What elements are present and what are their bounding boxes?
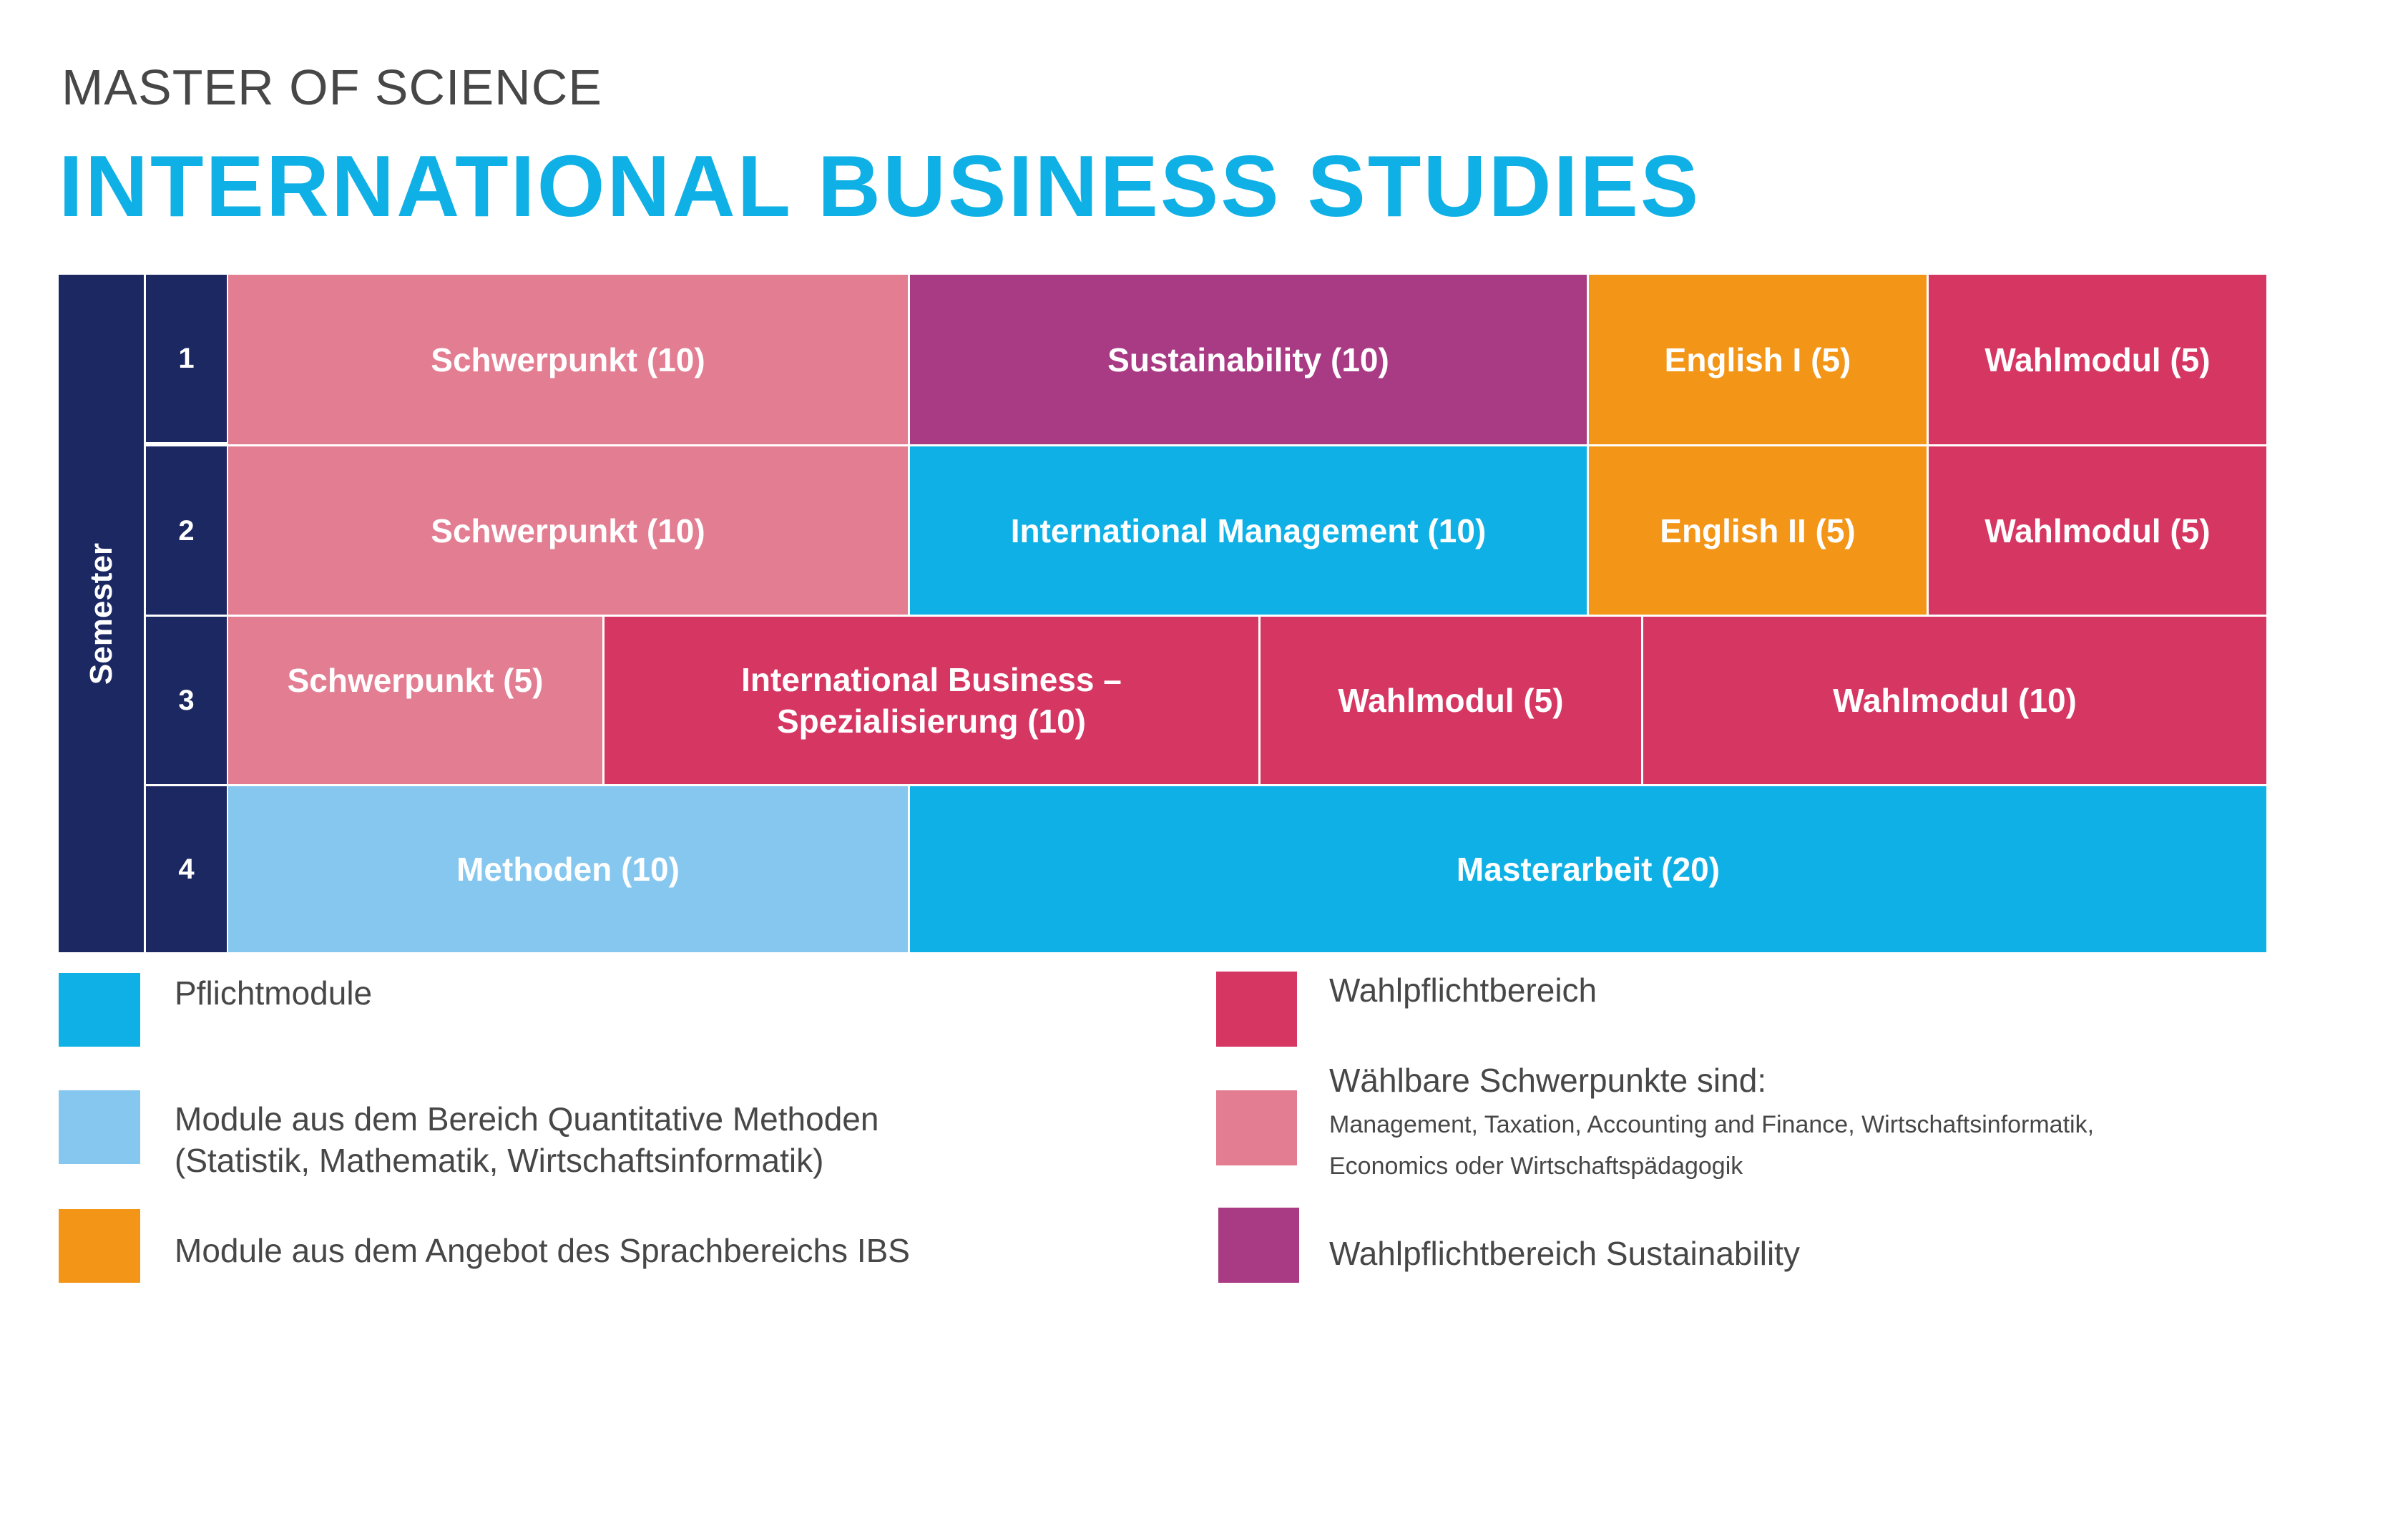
legend-sustainability: Wahlpflichtbereich Sustainability [1329, 1235, 1800, 1272]
legend-schwerpunkt-line1: Management, Taxation, Accounting and Fin… [1329, 1111, 2095, 1138]
legend-pflicht: Pflichtmodule [175, 974, 373, 1012]
module-cell: International Management (10) [910, 446, 1587, 615]
legend-swatch-pflicht [59, 973, 140, 1047]
legend-swatch-wahlpflicht [1216, 972, 1297, 1047]
program-title: INTERNATIONAL BUSINESS STUDIES [59, 137, 1701, 235]
degree-subtitle: MASTER OF SCIENCE [62, 59, 602, 115]
legend-wahlpflicht: Wahlpflichtbereich [1329, 972, 1597, 1009]
module-cell: Schwerpunkt (5) [228, 617, 602, 784]
semester-number: 4 [146, 786, 227, 952]
module-cell: Wahlmodul (10) [1643, 617, 2266, 784]
module-cell: Methoden (10) [228, 786, 908, 952]
module-cell: Sustainability (10) [910, 275, 1587, 444]
semester-column: Semester [59, 275, 144, 952]
module-cell: Masterarbeit (20) [910, 786, 2266, 952]
legend-swatch-schwerpunkt [1216, 1090, 1297, 1165]
module-cell: Wahlmodul (5) [1261, 617, 1641, 784]
legend-methoden-line2: (Statistik, Mathematik, Wirtschaftsinfor… [175, 1142, 824, 1179]
semester-number: 2 [146, 446, 227, 615]
module-cell: Wahlmodul (5) [1929, 275, 2266, 444]
module-cell: English II (5) [1589, 446, 1927, 615]
module-cell: Schwerpunkt (10) [228, 275, 908, 444]
legend-schwerpunkt-title: Wählbare Schwerpunkte sind: [1329, 1062, 1767, 1099]
module-cell: Wahlmodul (5) [1929, 446, 2266, 615]
semester-number: 3 [146, 617, 227, 784]
module-cell: International Business – Spezialisierung… [605, 617, 1258, 784]
legend-schwerpunkt-line2: Economics oder Wirtschaftspädagogik [1329, 1153, 1743, 1180]
legend-swatch-sprach [59, 1209, 140, 1283]
legend-sprach: Module aus dem Angebot des Sprachbereich… [175, 1232, 910, 1269]
semester-number: 1 [146, 275, 227, 442]
semester-label: Semester [83, 542, 119, 685]
module-cell: Schwerpunkt (10) [228, 446, 908, 615]
legend-swatch-sustainability [1218, 1208, 1299, 1283]
legend-swatch-methoden [59, 1090, 140, 1164]
legend-methoden-line1: Module aus dem Bereich Quantitative Meth… [175, 1100, 879, 1138]
module-cell: English I (5) [1589, 275, 1927, 444]
